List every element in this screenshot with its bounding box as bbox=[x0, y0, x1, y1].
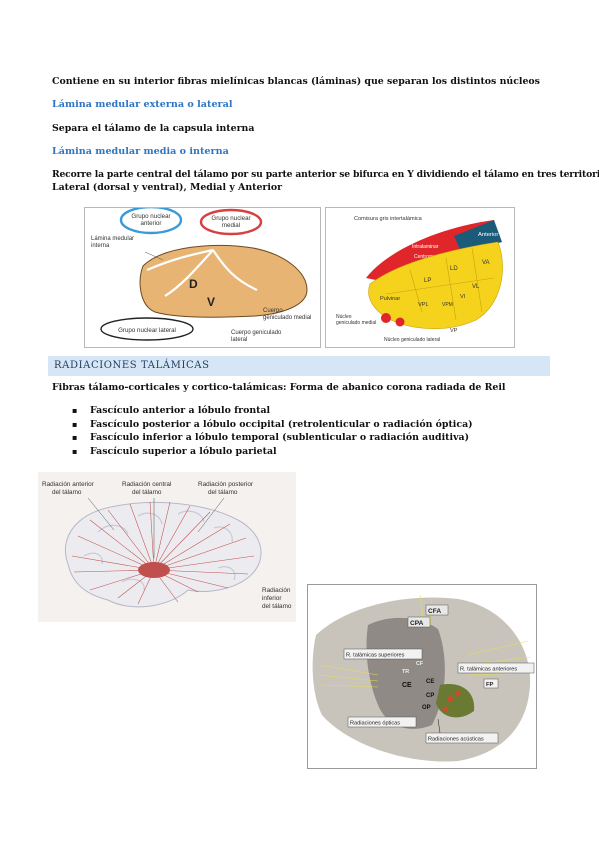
list-item: Fascículo anterior a lóbulo frontal bbox=[72, 404, 473, 418]
medial-group-ring bbox=[199, 208, 263, 236]
label-cgl-1: Cuerpo geniculado bbox=[231, 330, 282, 336]
label-anterior-nucleus: Anterior bbox=[478, 232, 498, 238]
figure-thalamus-groups: Grupo nuclear anterior Grupo nuclear med… bbox=[84, 207, 321, 348]
heading-lamina-externa: Lámina medular externa o lateral bbox=[52, 99, 233, 110]
label-intralaminar: Intralaminar bbox=[412, 244, 439, 250]
list-item: Fascículo posterior a lóbulo occipital (… bbox=[72, 418, 473, 432]
label-medial-1: Grupo nuclear bbox=[211, 215, 250, 222]
fibras-text: Fibras tálamo-corticales y cortico-talám… bbox=[52, 382, 506, 393]
label-rad-inferior-1: Radiación bbox=[262, 587, 291, 594]
label-superiores: R. talámicas superiores bbox=[346, 653, 405, 659]
lateral-group-ring bbox=[100, 317, 194, 341]
label-op: OP bbox=[422, 705, 431, 711]
brain-shape bbox=[65, 502, 262, 608]
label-lp: LP bbox=[424, 278, 431, 284]
thalamus-shape bbox=[139, 244, 308, 318]
label-va: VA bbox=[482, 260, 490, 266]
label-medial-2: medial bbox=[222, 222, 240, 229]
intro-text: Contiene en su interior fibras mielínica… bbox=[52, 76, 540, 87]
label-vl: VL bbox=[472, 284, 480, 290]
deep-structure bbox=[366, 617, 445, 729]
label-cfa: CFA bbox=[428, 608, 441, 615]
label-cgm-1: Cuerpo bbox=[263, 308, 283, 314]
label-cgm-2: geniculado medial bbox=[263, 315, 311, 321]
figure-dissection: CFA CPA R. talámicas superiores R. talám… bbox=[307, 584, 537, 769]
text-lamina-interna-1: Recorre la parte central del tálamo por … bbox=[52, 169, 599, 180]
list-item: Fascículo inferior a lóbulo temporal (su… bbox=[72, 431, 473, 445]
label-rad-anterior-1: Radiación anterior bbox=[42, 481, 95, 488]
figure-brain-radiations: Radiación anterior del tálamo Radiación … bbox=[38, 472, 296, 622]
fasciculos-list: Fascículo anterior a lóbulo frontal Fasc… bbox=[72, 404, 473, 458]
label-rad-anterior-2: del tálamo bbox=[52, 489, 82, 496]
text-lamina-interna-2: Lateral (dorsal y ventral), Medial y Ant… bbox=[52, 182, 283, 193]
label-anteriores: R. talámicas anteriores bbox=[460, 667, 517, 673]
label-anterior-2: anterior bbox=[141, 220, 162, 227]
geniculate-medial-dot bbox=[381, 313, 391, 323]
label-lateral: Grupo nuclear lateral bbox=[118, 327, 176, 334]
label-ngl: Núcleo geniculado lateral bbox=[384, 337, 440, 343]
label-acusticas: Radiaciones acústicas bbox=[428, 737, 484, 743]
label-rad-posterior-1: Radiación posterior bbox=[198, 481, 254, 488]
label-rad-inferior-3: del tálamo bbox=[262, 603, 292, 610]
label-pulvinar: Pulvinar bbox=[380, 296, 400, 302]
text-lamina-externa: Separa el tálamo de la capsula interna bbox=[52, 123, 255, 134]
label-rad-central-2: del tálamo bbox=[132, 489, 162, 496]
label-ld: LD bbox=[450, 266, 458, 272]
label-rad-posterior-2: del tálamo bbox=[208, 489, 238, 496]
label-cgl-2: lateral bbox=[231, 337, 247, 343]
section-title: RADIACIONES TALÁMICAS bbox=[54, 360, 210, 371]
label-vi: VI bbox=[460, 294, 466, 300]
label-cp: CP bbox=[426, 693, 434, 699]
label-cf: CF bbox=[416, 661, 424, 667]
label-comisura: Comisura gris intertalámica bbox=[354, 216, 423, 222]
label-ce-1: CE bbox=[402, 682, 412, 689]
label-ventral: V bbox=[207, 295, 215, 309]
label-rad-central-1: Radiación central bbox=[122, 481, 171, 488]
yellow-nuclei bbox=[368, 241, 503, 329]
label-opticas: Radiaciones ópticas bbox=[350, 721, 400, 727]
label-lamina-2: interna bbox=[91, 243, 110, 249]
label-cpa: CPA bbox=[410, 620, 424, 627]
label-vpm: VPM bbox=[442, 302, 453, 308]
lamina-y-shape bbox=[146, 248, 258, 297]
label-ngm-2: geniculado medial bbox=[336, 320, 376, 326]
list-item: Fascículo superior a lóbulo parietal bbox=[72, 445, 473, 459]
anterior-group-ring bbox=[119, 208, 183, 235]
label-fp: FP bbox=[486, 682, 494, 688]
label-vp: VP bbox=[450, 328, 458, 334]
label-tr: TR bbox=[402, 669, 409, 675]
geniculate-lateral-dot bbox=[395, 317, 405, 327]
section-header: RADIACIONES TALÁMICAS bbox=[48, 356, 550, 376]
label-anterior-1: Grupo nuclear bbox=[131, 213, 170, 220]
figure-thalamic-nuclei: Comisura gris intertalámica Anterior Int… bbox=[325, 207, 515, 348]
label-dorsal: D bbox=[189, 277, 198, 291]
label-ce-2: CE bbox=[426, 679, 434, 685]
thalamus-center bbox=[138, 562, 170, 578]
label-lamina-1: Lámina medular bbox=[91, 236, 134, 242]
heading-lamina-interna: Lámina medular media o interna bbox=[52, 146, 229, 157]
label-ngm-1: Núcleo bbox=[336, 314, 352, 320]
label-rad-inferior-2: inferior bbox=[262, 595, 282, 602]
label-vpl: VPL bbox=[418, 302, 429, 308]
